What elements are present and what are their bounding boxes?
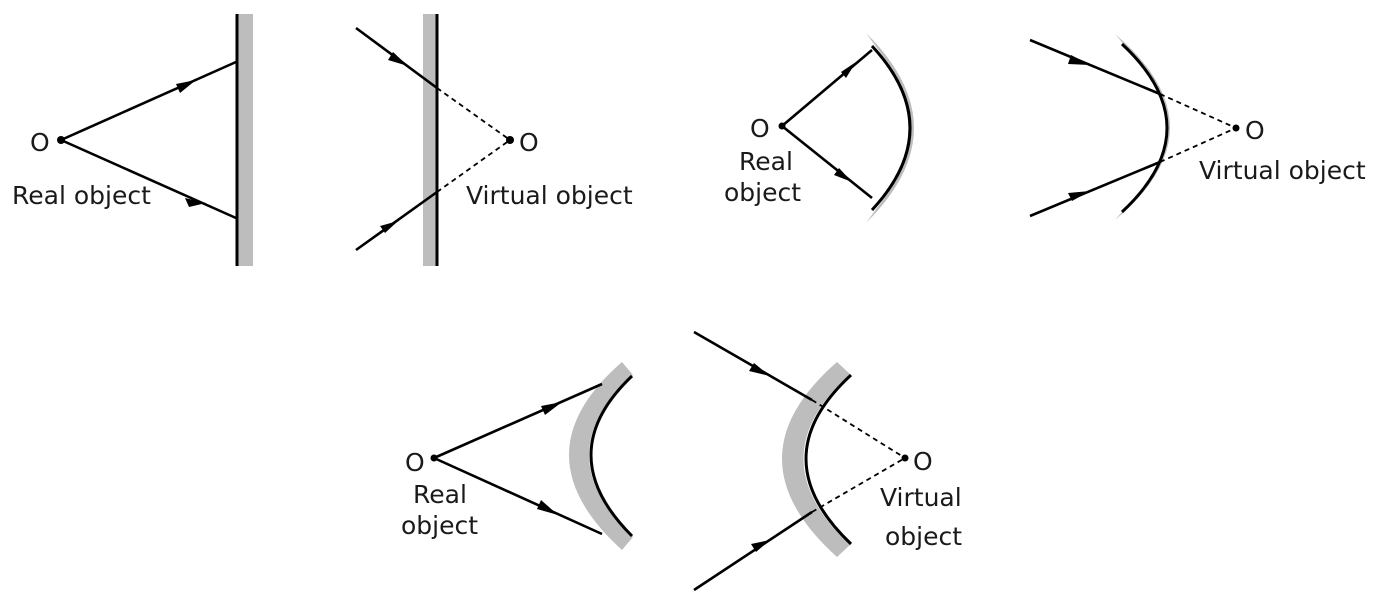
virtual-object-point-label: O: [519, 128, 539, 157]
ray-upper: [433, 382, 603, 460]
ray-lower: [433, 456, 603, 536]
object-caption: Real object: [12, 181, 151, 210]
ray-upper-arrow: [841, 62, 856, 78]
ray-upper-arrow: [176, 80, 196, 93]
ray-upper: [60, 60, 237, 142]
ray-lower: [781, 124, 873, 200]
virtual-object-point-label: O: [913, 447, 933, 476]
curved-mirror-surface: [589, 374, 634, 538]
virtual-object-point-label: O: [1245, 116, 1265, 145]
plane-mirror-backing: [237, 14, 253, 266]
incident-ray-lower: [1029, 160, 1161, 218]
curved-mirror-surface: [1120, 42, 1169, 214]
extension-upper: [811, 399, 906, 459]
panel-plane-virtual: O Virtual object: [355, 14, 633, 266]
virtual-object-caption-line2: object: [885, 522, 962, 551]
virtual-object-point: [506, 136, 514, 144]
curved-mirror-backing: [866, 33, 914, 223]
extension-upper: [436, 87, 511, 141]
incident-ray-lower-arrow: [751, 540, 770, 552]
panel-concave-virtual: O Virtual object: [693, 330, 962, 592]
object-caption-line1: Real: [739, 147, 793, 176]
virtual-object-caption: Virtual object: [1199, 156, 1366, 185]
curved-mirror-backing: [1115, 34, 1170, 220]
ray-lower-arrow: [537, 500, 558, 515]
incident-ray-upper-arrow: [1068, 55, 1090, 65]
virtual-object-point: [901, 454, 909, 462]
object-caption-line2: object: [724, 178, 801, 207]
panel-concave-real: O Real object: [401, 362, 634, 550]
object-point-label: O: [30, 128, 50, 157]
object-point: [57, 136, 65, 144]
virtual-object-caption: Virtual object: [466, 181, 633, 210]
object-point: [778, 122, 786, 130]
curved-mirror-surface: [804, 373, 853, 546]
incident-ray-lower: [355, 190, 438, 252]
incident-ray-upper-arrow: [749, 363, 770, 376]
curved-mirror-surface: [870, 44, 912, 212]
object-point: [430, 454, 438, 462]
ray-upper-arrow: [541, 402, 562, 415]
incident-ray-lower-arrow: [1068, 191, 1090, 201]
incident-ray-upper-arrow: [388, 52, 408, 66]
panel-convex-real: O Real object: [724, 33, 914, 223]
extension-lower: [436, 139, 511, 193]
curved-mirror-backing: [782, 362, 850, 557]
ray-upper: [781, 49, 873, 127]
virtual-object-point: [1232, 124, 1240, 132]
extension-lower: [1159, 127, 1237, 163]
extension-upper: [1159, 93, 1237, 129]
virtual-object-caption-line1: Virtual: [880, 483, 962, 512]
incident-ray-upper: [1029, 38, 1161, 96]
object-caption-line1: Real: [413, 480, 467, 509]
incident-ray-lower-arrow: [380, 221, 398, 233]
ray-lower-arrow: [185, 198, 206, 207]
incident-ray-lower: [693, 510, 813, 592]
ray-lower: [60, 138, 237, 220]
object-point-label: O: [750, 114, 770, 143]
panel-convex-virtual: O Virtual object: [1029, 34, 1366, 220]
object-point-label: O: [405, 448, 425, 477]
ray-lower-arrow: [834, 168, 852, 182]
plane-mirror-backing: [423, 14, 437, 266]
object-caption-line2: object: [401, 511, 478, 540]
panel-plane-real: O Real object: [12, 14, 253, 266]
curved-mirror-backing: [569, 362, 633, 550]
